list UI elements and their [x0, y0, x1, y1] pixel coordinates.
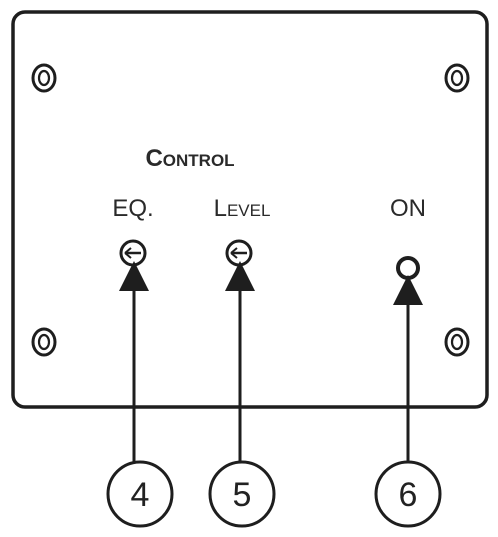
level-label: LEVEL	[214, 195, 271, 222]
section-title-rest: ONTROL	[163, 151, 235, 170]
level-label-rest: EVEL	[227, 201, 270, 220]
eq-label: EQ.	[112, 195, 153, 222]
callout-4: 4	[106, 460, 174, 528]
callout-6-number: 6	[399, 476, 418, 514]
level-label-initial: L	[214, 195, 227, 222]
mounting-screw-bottom-left	[31, 327, 57, 357]
on-led	[396, 256, 420, 280]
level-trimmer[interactable]	[225, 239, 253, 267]
section-title: CONTROL	[145, 145, 234, 172]
panel-plate	[11, 10, 489, 409]
mounting-screw-top-right	[444, 63, 470, 93]
on-label: ON	[390, 195, 426, 222]
mounting-screw-bottom-right	[444, 327, 470, 357]
eq-trimmer[interactable]	[119, 239, 147, 267]
callout-5: 5	[208, 460, 276, 528]
callout-5-number: 5	[233, 476, 252, 514]
callout-4-number: 4	[131, 476, 150, 514]
section-title-initial: C	[145, 145, 162, 172]
mounting-screw-top-left	[31, 63, 57, 93]
callout-6: 6	[374, 460, 442, 528]
